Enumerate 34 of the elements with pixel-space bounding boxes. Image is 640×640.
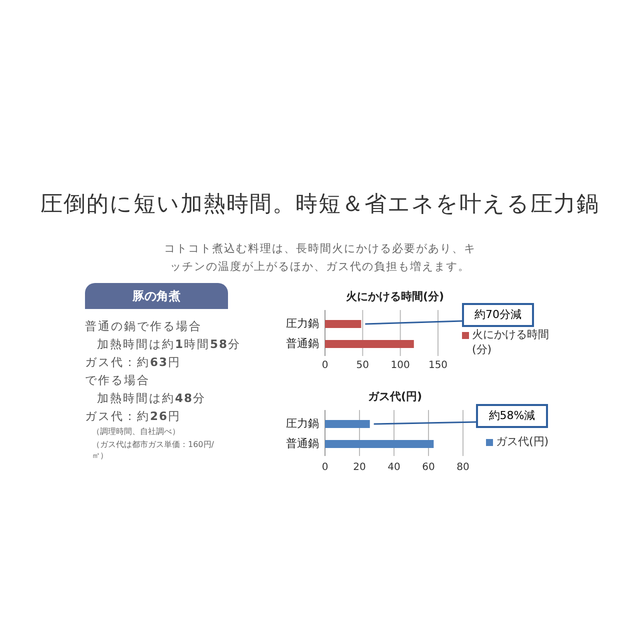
chart-title: ガス代(円) xyxy=(366,389,424,404)
info-text: で作る場合 xyxy=(85,373,150,388)
footnote-text: （調理時間、自社調べ） xyxy=(92,426,180,437)
info-text: 加熱時間は約48分 xyxy=(97,391,206,406)
bar xyxy=(325,320,362,328)
footnote-text: （ガス代は都市ガス単価：160円/㎥） xyxy=(92,439,215,461)
bar xyxy=(325,420,370,428)
tick-label: 150 xyxy=(427,360,449,371)
tick-label: 0 xyxy=(320,462,330,473)
info-text: 加熱時間は約1時間58分 xyxy=(97,337,242,352)
tick-label: 0 xyxy=(320,360,330,371)
category-label: 普通鍋 xyxy=(285,336,319,351)
header-band: 豚の角煮 xyxy=(85,283,228,309)
callout-box: 約70分減 xyxy=(462,303,534,327)
tick-label: 100 xyxy=(390,360,411,371)
leader-line xyxy=(374,421,476,425)
info-text: ガス代：約26円 xyxy=(85,409,182,424)
legend-text: 火にかける時間(分) xyxy=(472,327,550,357)
leader-line xyxy=(365,320,462,325)
info-text: ガス代：約63円 xyxy=(85,355,182,370)
callout-box: 約58%減 xyxy=(476,404,548,428)
info-text: 普通の鍋で作る場合 xyxy=(85,319,202,334)
tick-label: 80 xyxy=(456,462,470,473)
tick-label: 20 xyxy=(352,462,367,473)
category-label: 圧力鍋 xyxy=(285,316,319,331)
category-label: 圧力鍋 xyxy=(285,416,319,431)
tick-label: 40 xyxy=(386,462,402,473)
chart-title: 火にかける時間(分) xyxy=(344,289,446,304)
title: 圧倒的に短い加熱時間。時短＆省エネを叶える圧力鍋 xyxy=(40,191,600,219)
tick-label: 60 xyxy=(421,462,436,473)
legend-text: ガス代(円) xyxy=(496,434,550,449)
tick-label: 50 xyxy=(355,360,370,371)
category-label: 普通鍋 xyxy=(285,436,319,451)
description-text: コトコト煮込む料理は、長時間火にかける必要があり、キッチンの温度が上がるほか、ガス代の負担も増えます。 xyxy=(163,241,477,275)
